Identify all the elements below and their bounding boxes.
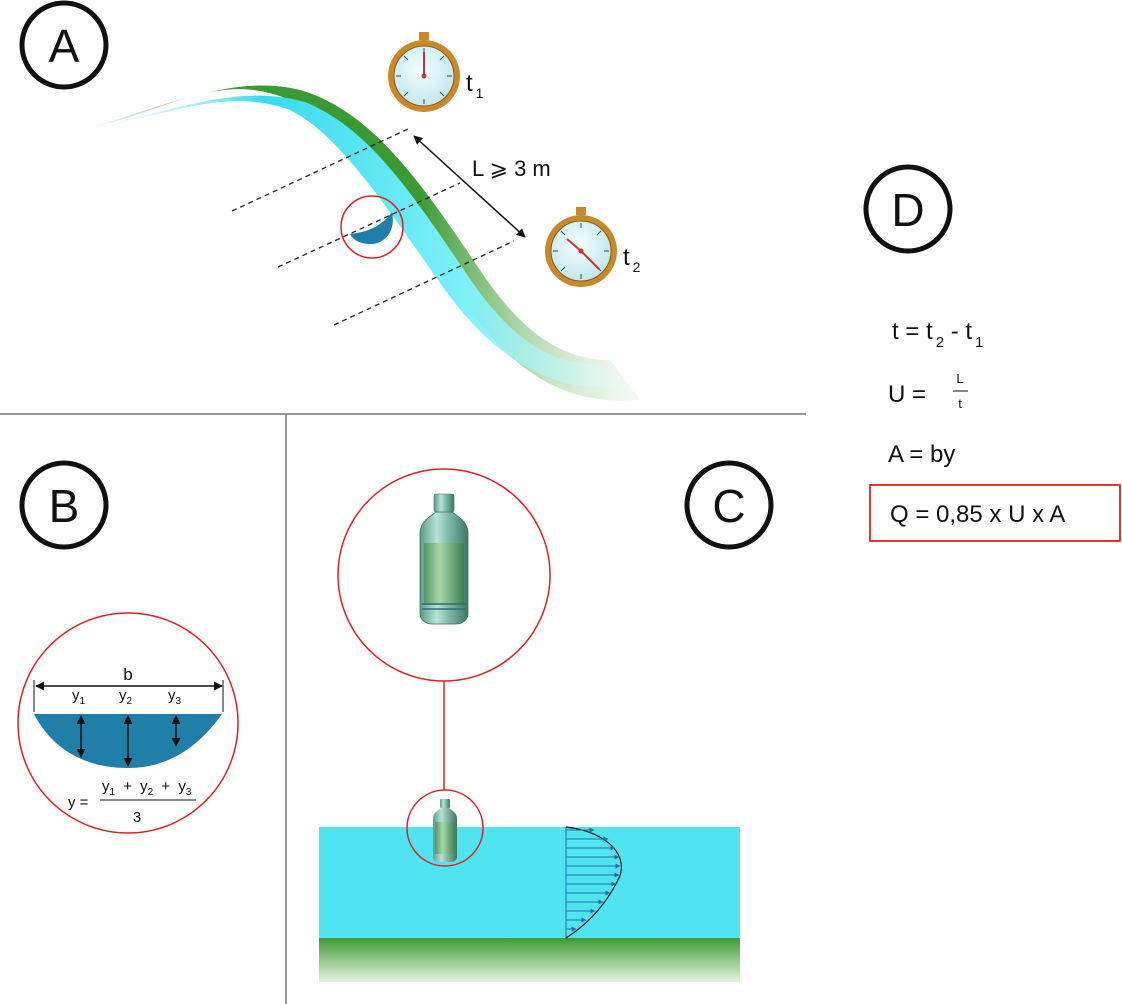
float-object — [350, 212, 393, 244]
depth-label-y1: y1 — [72, 687, 86, 707]
width-label: b — [123, 665, 132, 684]
velocity-denominator: t — [958, 396, 962, 411]
depth-label-y2: y2 — [119, 687, 133, 707]
small-bottle-icon — [433, 799, 457, 862]
panel-d-badge — [863, 164, 953, 254]
equation-velocity: U = — [888, 381, 926, 408]
velocity-profile — [565, 826, 623, 939]
stream-bed — [319, 938, 740, 982]
velocity-numerator: L — [956, 371, 963, 386]
depth-label-y3: y3 — [168, 687, 182, 707]
stopwatch-icon — [388, 32, 460, 112]
panel-b: B b y1 y2 y3 y = y1 + y2 + y3 3 — [17, 460, 239, 834]
stopwatch-icon — [545, 207, 617, 287]
panel-d-letter: D — [891, 184, 924, 236]
discharge-box — [869, 484, 1121, 542]
water-body — [319, 827, 740, 940]
panel-a-letter: A — [49, 20, 80, 72]
section-line-2 — [277, 182, 461, 268]
mean-depth-numerator: y1 + y2 + y3 — [102, 778, 192, 799]
panel-b-letter: B — [49, 480, 80, 532]
float-highlight-circle — [340, 195, 404, 259]
bottle-icon — [419, 493, 469, 625]
stream-water — [110, 95, 620, 387]
panel-c-letter: C — [712, 480, 745, 532]
panel-a-badge — [19, 0, 109, 90]
small-bottle-highlight — [406, 789, 484, 867]
panel-c-badge — [684, 460, 774, 550]
section-line-3 — [333, 240, 515, 326]
mean-depth-lhs: y = — [68, 794, 89, 811]
equation-area: A = by — [888, 441, 955, 468]
panel-c: C — [319, 460, 774, 982]
equation-discharge: Q = 0,85 x U x A — [890, 501, 1065, 528]
mean-depth-denominator: 3 — [133, 809, 141, 826]
distance-arrow — [413, 135, 526, 238]
panel-b-badge — [19, 460, 109, 550]
distance-label: L ⩾ 3 m — [472, 156, 551, 181]
